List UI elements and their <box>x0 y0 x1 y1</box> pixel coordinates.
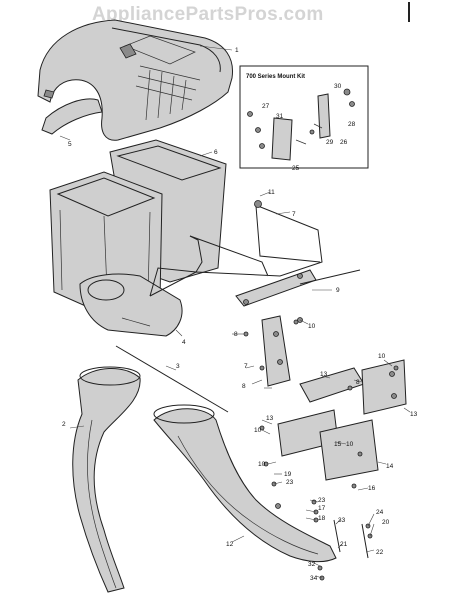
callout-26: 26 <box>340 139 348 146</box>
bagger-cover-part <box>37 19 234 141</box>
callout-1: 1 <box>235 47 239 54</box>
callout-27: 27 <box>262 103 270 110</box>
callout-19: 19 <box>284 471 292 478</box>
inset-title: 700 Series Mount Kit <box>246 74 305 80</box>
callout-33: 33 <box>338 517 346 524</box>
callout-13a: 13 <box>320 371 328 378</box>
callout-12: 12 <box>226 541 234 548</box>
discharge-tube-right-part <box>153 404 337 563</box>
callout-29: 29 <box>326 139 334 146</box>
callout-34: 34 <box>310 575 318 582</box>
callout-28: 28 <box>348 121 356 128</box>
callout-15: 15 <box>334 441 342 448</box>
callout-4: 4 <box>182 339 186 346</box>
callout-32: 32 <box>308 561 316 568</box>
callout-13c: 13 <box>410 411 418 418</box>
rod-part <box>299 269 361 285</box>
callout-numbers: 1 2 3 4 5 6 7 7 8 8 8 9 10 10 10 10 10 1… <box>62 47 418 582</box>
callout-5: 5 <box>68 141 72 148</box>
callout-10e: 10 <box>346 441 354 448</box>
callout-17: 17 <box>318 505 326 512</box>
mount-kit-inset: 700 Series Mount Kit <box>239 65 369 169</box>
callout-13b: 13 <box>266 415 274 422</box>
callout-16: 16 <box>368 485 376 492</box>
callout-30: 30 <box>334 83 342 90</box>
callout-9: 9 <box>336 287 340 294</box>
callout-31: 31 <box>276 113 284 120</box>
callout-21: 21 <box>340 541 348 548</box>
support-rod-part <box>115 345 229 413</box>
watermark: AppliancePartsPros.com <box>92 4 324 25</box>
callout-3: 3 <box>176 363 180 370</box>
callout-14: 14 <box>386 463 394 470</box>
callout-8b: 8 <box>242 383 246 390</box>
callout-22: 22 <box>376 549 384 556</box>
callout-10c: 10 <box>254 427 262 434</box>
callout-20: 20 <box>382 519 390 526</box>
mount-brackets-part <box>277 359 407 481</box>
top-rule <box>408 2 410 22</box>
deflector-flap-part <box>41 98 103 135</box>
callout-10a: 10 <box>308 323 316 330</box>
callout-7: 7 <box>292 211 296 218</box>
callout-23: 23 <box>286 479 294 486</box>
callout-18: 18 <box>318 515 326 522</box>
callout-10b: 10 <box>378 353 386 360</box>
discharge-tube-left-part <box>72 366 141 593</box>
callout-11: 11 <box>268 189 275 196</box>
callout-2: 2 <box>62 421 66 428</box>
callout-7b: 7 <box>244 363 248 370</box>
callout-10d: 10 <box>258 461 266 468</box>
callout-8c: 8 <box>356 379 360 386</box>
callout-24: 24 <box>376 509 384 516</box>
hardware-part <box>243 319 399 581</box>
bag-frame-part <box>149 200 323 297</box>
leader-lines <box>59 45 411 579</box>
hitch-plate-part <box>261 315 303 387</box>
callout-23b: 23 <box>318 497 326 504</box>
bag-base-part <box>79 273 183 337</box>
callout-6: 6 <box>214 149 218 156</box>
callout-25: 25 <box>292 165 300 172</box>
callout-8: 8 <box>234 331 238 338</box>
